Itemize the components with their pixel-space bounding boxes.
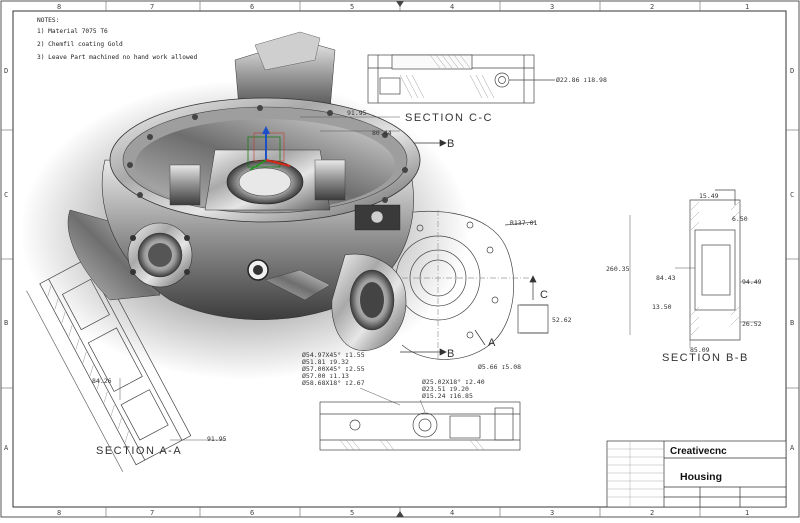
row-label-b-right: B xyxy=(790,319,794,327)
dim-bb-8509: 85.09 xyxy=(690,346,710,354)
row-label-d-right: D xyxy=(790,67,794,75)
row-label-c: C xyxy=(4,191,8,199)
row-label-c-right: C xyxy=(790,191,794,199)
dim-aa-9195: 91.95 xyxy=(207,435,227,443)
notes-header: NOTES: xyxy=(37,17,59,24)
dim-aa-8426: 84.26 xyxy=(92,377,112,385)
row-label-d: D xyxy=(4,67,8,75)
col-label-5: 5 xyxy=(350,3,354,11)
title-block xyxy=(606,440,787,508)
hole-callout-6: Ø25.02X18° ↧2.40 xyxy=(422,378,485,386)
dim-566: Ø5.66 ↧5.08 xyxy=(478,363,521,371)
hole-callout-3: Ø57.00X45° ↧2.55 xyxy=(302,365,365,373)
section-bb-label: SECTION B-B xyxy=(662,352,749,364)
col-label-2: 2 xyxy=(650,3,654,11)
dim-5262: 52.62 xyxy=(552,316,572,324)
hole-callout-5: Ø58.68X18° ↧2.67 xyxy=(302,379,365,387)
hole-callout-2: Ø51.81 ↧9.32 xyxy=(302,358,349,366)
bottom-view xyxy=(319,401,521,451)
col-label-5-bottom: 5 xyxy=(350,509,354,517)
dim-9195-top: 91.95 xyxy=(347,109,367,117)
dim-cc-bore: Ø22.86 ↧18.98 xyxy=(556,76,607,84)
dim-8044: 80.44 xyxy=(372,129,392,137)
dim-radius: R137.01 xyxy=(510,219,537,227)
marker-a-lower: A xyxy=(488,337,497,349)
note-item-2: 2) Chemfil coating Gold xyxy=(37,41,123,48)
plan-view-flange xyxy=(380,210,549,360)
center-mark-top xyxy=(396,1,404,7)
aa-dim-lines xyxy=(119,378,225,441)
col-label-1-bottom: 1 xyxy=(745,509,749,517)
dim-bb-2652: 26.52 xyxy=(742,320,762,328)
hole-callout-4: Ø57.00 ↧1.13 xyxy=(302,372,349,380)
marker-b-top: B xyxy=(447,138,456,150)
row-label-b: B xyxy=(4,319,8,327)
col-label-4-bottom: 4 xyxy=(450,509,454,517)
col-label-8-bottom: 8 xyxy=(57,509,61,517)
col-label-3-bottom: 3 xyxy=(550,509,554,517)
section-aa-label: SECTION A-A xyxy=(96,445,182,457)
col-label-7: 7 xyxy=(150,3,154,11)
view-arrows xyxy=(400,139,537,356)
note-item-1: 1) Material 7075 T6 xyxy=(37,28,108,35)
dim-bb-8443: 84.43 xyxy=(656,274,676,282)
hole-callout-7: Ø23.51 ↧9.20 xyxy=(422,385,469,393)
col-label-6: 6 xyxy=(250,3,254,11)
dim-bb-26035: 260.35 xyxy=(606,265,630,273)
marker-c-right: C xyxy=(540,289,549,301)
col-label-8: 8 xyxy=(57,3,61,11)
hole-callout-8: Ø15.24 ↧16.85 xyxy=(422,392,473,400)
center-mark-bottom xyxy=(396,511,404,517)
housing-3d-model xyxy=(67,31,421,351)
marker-b-bottom: B xyxy=(447,348,456,360)
dim-bb-1549: 15.49 xyxy=(699,192,719,200)
model-dim-lines xyxy=(300,116,400,132)
section-bb-view xyxy=(629,189,760,348)
dim-bb-9449: 94.49 xyxy=(742,278,762,286)
dim-bb-1350: 13.50 xyxy=(652,303,672,311)
callout-leaders xyxy=(359,387,426,413)
row-label-a-right: A xyxy=(790,444,795,452)
coordinate-triad xyxy=(247,126,291,171)
col-label-6-bottom: 6 xyxy=(250,509,254,517)
hole-callouts-group2: Ø25.02X18° ↧2.40 Ø23.51 ↧9.20 Ø15.24 ↧16… xyxy=(422,378,485,400)
row-label-a: A xyxy=(4,444,9,452)
col-label-4: 4 xyxy=(450,3,454,11)
col-label-2-bottom: 2 xyxy=(650,509,654,517)
col-label-1: 1 xyxy=(745,3,749,11)
section-cc-label: SECTION C-C xyxy=(405,112,493,124)
title-block-company: Creativecnc xyxy=(670,446,727,457)
hole-callout-1: Ø54.97X45° ↧1.55 xyxy=(302,351,365,359)
title-block-title: Housing xyxy=(680,471,722,483)
col-label-3: 3 xyxy=(550,3,554,11)
notes-block: NOTES: 1) Material 7075 T6 2) Chemfil co… xyxy=(37,17,197,61)
hole-callouts-group1: Ø54.97X45° ↧1.55 Ø51.81 ↧9.32 Ø57.00X45°… xyxy=(302,351,365,387)
col-label-7-bottom: 7 xyxy=(150,509,154,517)
note-item-3: 3) Leave Part machined no hand work allo… xyxy=(37,54,197,61)
dim-bb-650: 6.50 xyxy=(732,215,748,223)
section-cc-view xyxy=(367,54,555,104)
